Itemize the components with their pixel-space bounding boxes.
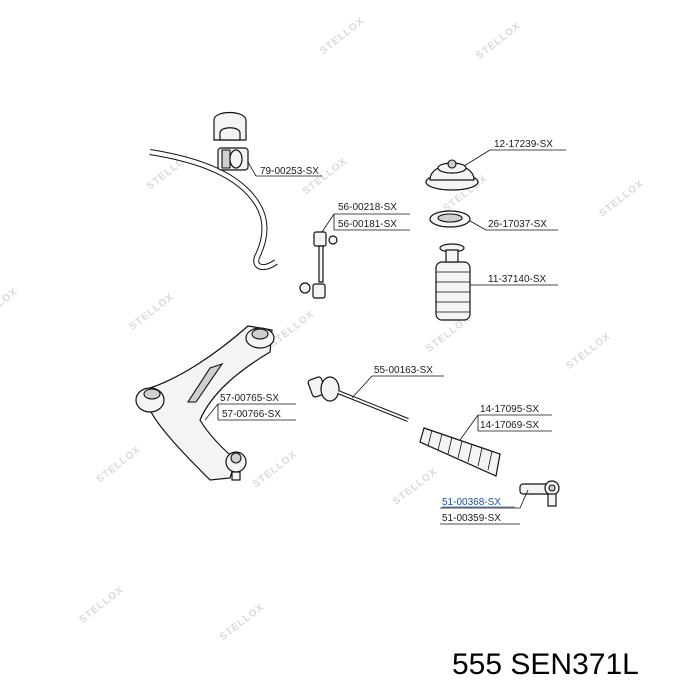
watermark-text: STELLOX bbox=[268, 309, 317, 350]
watermark-text: STELLOX bbox=[95, 444, 144, 485]
watermark-text: STELLOX bbox=[77, 584, 126, 625]
label-rack-boot-b: 14-17069-SX bbox=[480, 420, 539, 431]
label-tie-end-a: 51-00368-SX bbox=[442, 497, 501, 508]
rack-boot bbox=[419, 427, 501, 477]
control-arm bbox=[135, 325, 275, 481]
watermark-text: STELLOX bbox=[0, 286, 20, 327]
label-bearing: 26-17037-SX bbox=[488, 219, 547, 230]
stabilizer-link bbox=[299, 231, 338, 299]
watermark-text: STELLOX bbox=[251, 449, 300, 490]
part-number-caption: 555 SEN371L bbox=[452, 648, 639, 682]
label-arm-b: 57-00766-SX bbox=[222, 409, 281, 420]
label-link-b: 56-00181-SX bbox=[338, 219, 397, 230]
label-strut-mount: 12-17239-SX bbox=[494, 139, 553, 150]
watermark-text: STELLOX bbox=[0, 427, 3, 468]
tie-rod-end bbox=[519, 480, 560, 507]
label-tie-end-b: 51-00359-SX bbox=[442, 513, 501, 524]
watermark-text: STELLOX bbox=[564, 331, 613, 372]
watermark-text: STELLOX bbox=[318, 15, 367, 56]
dust-boot bbox=[435, 243, 471, 321]
watermark-text: STELLOX bbox=[391, 466, 440, 507]
watermark-text: STELLOX bbox=[597, 178, 646, 219]
strut-bearing bbox=[429, 210, 471, 228]
watermark-text: STELLOX bbox=[474, 20, 523, 61]
label-arm-a: 57-00765-SX bbox=[220, 393, 279, 404]
label-tie-rod: 55-00163-SX bbox=[374, 365, 433, 376]
watermark-text: STELLOX bbox=[218, 602, 267, 643]
label-link-a: 56-00218-SX bbox=[338, 202, 397, 213]
label-dust-boot: 11-37140-SX bbox=[488, 274, 547, 285]
tie-rod bbox=[307, 376, 409, 422]
strut-mount bbox=[425, 159, 479, 191]
label-rack-boot-a: 14-17095-SX bbox=[480, 404, 539, 415]
watermark-text: STELLOX bbox=[128, 291, 177, 332]
brand-code: 555 bbox=[452, 648, 503, 681]
stabilizer-bushing bbox=[213, 111, 249, 171]
label-bushing: 79-00253-SX bbox=[260, 166, 319, 177]
part-number: SEN371L bbox=[510, 648, 639, 681]
